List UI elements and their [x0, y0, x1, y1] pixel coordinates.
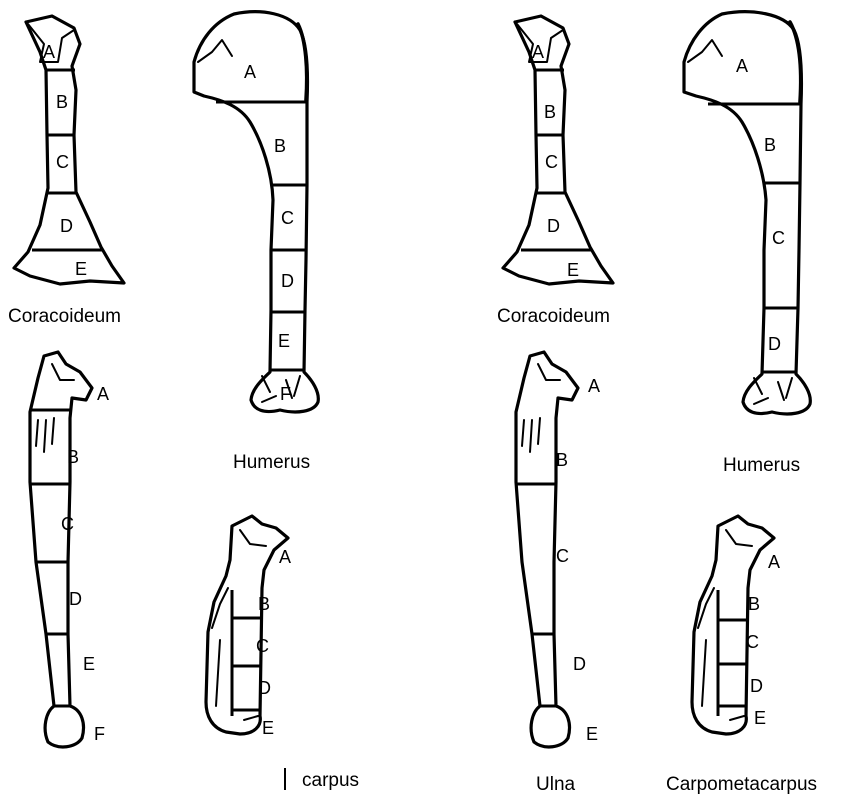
right-coracoideum-label-e: E	[567, 260, 579, 280]
right-carpometacarpus-diagram: A B C D E Carpometacarpus	[666, 516, 817, 795]
right-coracoideum-name: Coracoideum	[497, 306, 610, 327]
right-carpometacarpus-label-d: D	[750, 676, 763, 696]
right-carpometacarpus-label-b: B	[748, 594, 760, 614]
left-ulna-label-b: B	[67, 447, 79, 467]
right-carpometacarpus-outline	[692, 516, 774, 734]
right-coracoideum-label-a: A	[532, 42, 544, 62]
left-carpometacarpus-name-partial: carpus	[302, 770, 359, 791]
right-carpometacarpus-label-e: E	[754, 708, 766, 728]
left-carpometacarpus-outline	[206, 516, 288, 734]
left-humerus-label-a: A	[244, 62, 256, 82]
left-carpometacarpus-label-b: B	[258, 594, 270, 614]
right-coracoideum-diagram: A B C D E Coracoideum	[497, 16, 613, 327]
right-humerus-name: Humerus	[723, 455, 800, 476]
right-coracoideum-label-d: D	[547, 216, 560, 236]
left-coracoideum-outline	[14, 16, 124, 284]
left-ulna-label-d: D	[69, 589, 82, 609]
right-ulna-name: Ulna	[536, 774, 576, 795]
right-ulna-label-e: E	[586, 724, 598, 744]
left-humerus-outline	[194, 12, 318, 412]
left-carpometacarpus-diagram: A B C D E carpus	[206, 516, 359, 791]
left-carpometacarpus-label-e: E	[262, 718, 274, 738]
left-ulna-label-c: C	[61, 514, 74, 534]
right-humerus-label-b: B	[764, 135, 776, 155]
left-coracoideum-label-c: C	[56, 152, 69, 172]
left-coracoideum-label-e: E	[75, 259, 87, 279]
right-humerus-diagram: A B C D Humerus	[684, 12, 810, 476]
left-humerus-diagram: A B C D E F Humerus	[194, 12, 318, 473]
left-humerus-label-f: F	[280, 384, 291, 404]
right-ulna-label-b: B	[556, 450, 568, 470]
right-ulna-diagram: A B C D E Ulna	[516, 352, 600, 795]
left-carpometacarpus-label-c: C	[256, 636, 269, 656]
left-ulna-label-e: E	[83, 654, 95, 674]
left-ulna-diagram: A B C D E F	[30, 352, 109, 747]
right-coracoideum-outline	[503, 16, 613, 284]
right-carpometacarpus-label-c: C	[746, 632, 759, 652]
left-humerus-label-d: D	[281, 271, 294, 291]
right-humerus-label-c: C	[772, 228, 785, 248]
left-coracoideum-label-a: A	[43, 42, 55, 62]
left-ulna-label-a: A	[97, 384, 109, 404]
left-carpometacarpus-label-a: A	[279, 547, 291, 567]
right-ulna-label-c: C	[556, 546, 569, 566]
right-humerus-label-d: D	[768, 334, 781, 354]
left-humerus-label-e: E	[278, 331, 290, 351]
left-humerus-label-c: C	[281, 208, 294, 228]
right-coracoideum-label-b: B	[544, 102, 556, 122]
left-coracoideum-name: Coracoideum	[8, 306, 121, 327]
right-ulna-label-d: D	[573, 654, 586, 674]
left-coracoideum-diagram: A B C D E Coracoideum	[8, 16, 124, 327]
right-carpometacarpus-name: Carpometacarpus	[666, 774, 817, 795]
left-ulna-label-f: F	[94, 724, 105, 744]
right-humerus-label-a: A	[736, 56, 748, 76]
right-ulna-label-a: A	[588, 376, 600, 396]
right-carpometacarpus-label-a: A	[768, 552, 780, 572]
left-panel: A B C D E Coracoideum A B C D E F Humeru…	[8, 12, 359, 791]
left-humerus-name: Humerus	[233, 452, 310, 473]
left-coracoideum-label-b: B	[56, 92, 68, 112]
left-humerus-label-b: B	[274, 136, 286, 156]
right-coracoideum-label-c: C	[545, 152, 558, 172]
right-panel: A B C D E Coracoideum A B C D Humerus	[497, 12, 817, 795]
left-coracoideum-label-d: D	[60, 216, 73, 236]
left-carpometacarpus-label-d: D	[258, 678, 271, 698]
